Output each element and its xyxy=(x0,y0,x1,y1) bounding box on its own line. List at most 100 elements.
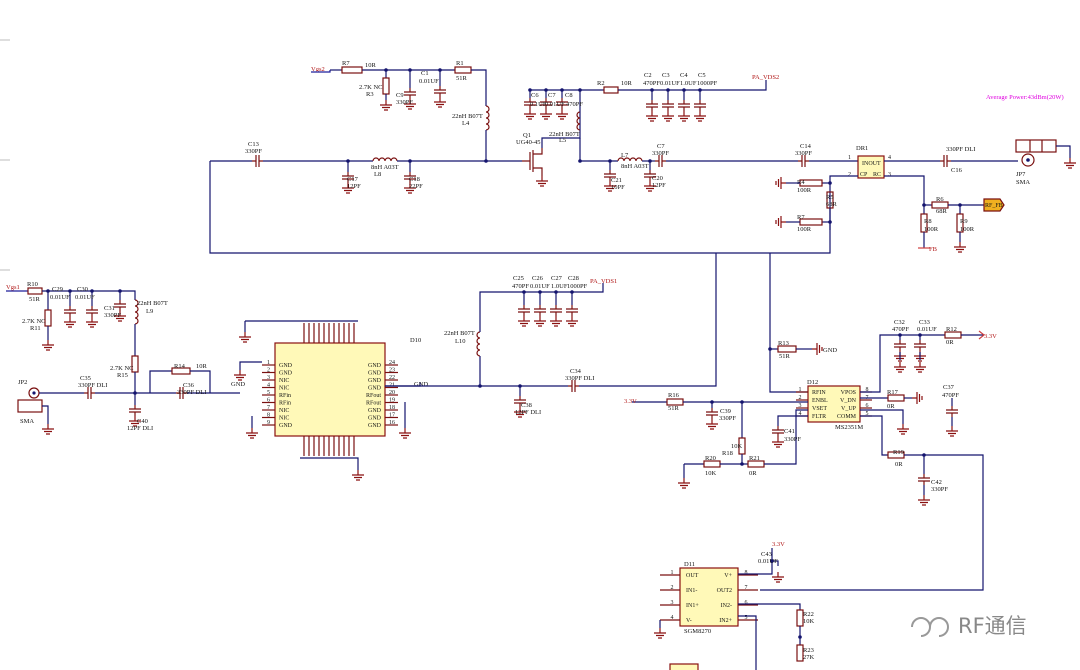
pa-vds2-label: PA_VDS2 xyxy=(752,74,779,81)
dr1-pin4: 4 xyxy=(888,155,891,161)
r4-ref: R4 xyxy=(797,179,805,186)
r22-ref: R22 xyxy=(803,611,814,618)
d10-left-pin-9-number: 9 xyxy=(267,420,270,426)
c8-val: 470PF xyxy=(566,101,583,108)
d12-left-pin-4-number: 4 xyxy=(799,411,802,417)
c3-val: 0.01UF xyxy=(660,80,680,87)
r23-ref: R23 xyxy=(803,647,814,654)
c39-ref: C39 xyxy=(720,408,731,415)
d11-left-pin-1-name: OUT xyxy=(686,573,699,579)
d12-right-pin-8-name: VPOS xyxy=(841,390,856,396)
c9-ref: C9 xyxy=(396,92,404,99)
c20-val: 12PF xyxy=(652,182,666,189)
top-stage: Vgs2 R7 10R 2.7K NC R3 C9 330PF C1 0.01U… xyxy=(209,60,1077,254)
dr1-inout: INOUT xyxy=(862,161,881,167)
r19-val: 0R xyxy=(895,461,903,468)
d12-left-pin-1-name: RFIN xyxy=(812,390,826,396)
c4-ref: C4 xyxy=(680,72,688,79)
d12-left-pin-3-number: 3 xyxy=(799,403,802,409)
mid-stage: Vgs1 R10 51R 2.7K NC R11 C29 0.01UF C30 … xyxy=(6,253,717,481)
r7-val: 10R xyxy=(365,62,377,69)
d10-left-pin-6-number: 6 xyxy=(267,398,270,404)
c5-ref: C5 xyxy=(698,72,706,79)
l5-ref: L5 xyxy=(559,137,566,144)
dr1-cp: CP xyxy=(860,172,868,178)
r11-val: 2.7K NC xyxy=(22,318,45,325)
c31-val: 330PF xyxy=(104,312,121,319)
d11-val: SGM8270 xyxy=(684,628,711,635)
d10-left-pin-1-number: 1 xyxy=(267,360,270,366)
d12-right-pin-7-name: V_DN xyxy=(840,398,857,404)
c33-val: 0.01UF xyxy=(917,326,937,333)
d10-left-pin-9-name: GND xyxy=(279,423,293,429)
r8-val: 100R xyxy=(924,226,939,233)
c6-val: 0.1UF xyxy=(530,101,547,108)
d11-left-pin-2-name: IN1- xyxy=(686,588,697,594)
d12-right-pin-6-number: 6 xyxy=(866,403,869,409)
d10-left-pin-3-number: 3 xyxy=(267,375,270,381)
c40-val: 12PF DLI xyxy=(127,425,153,432)
l8-val: 8nH A03T xyxy=(371,164,399,171)
c17-val: 12PF xyxy=(347,183,361,190)
jp2-connector[interactable] xyxy=(17,399,43,413)
c28-val: 1000PF xyxy=(567,283,588,290)
v33-d12-label: 3.3V xyxy=(624,398,637,405)
c39-val: 330PF xyxy=(719,415,736,422)
r11-ref: R11 xyxy=(30,325,41,332)
c27-ref: C27 xyxy=(551,275,563,282)
r5-val: 68R xyxy=(826,201,838,208)
l8-ref: L8 xyxy=(374,171,381,178)
c43-val: 0.01UF xyxy=(758,558,778,565)
c36-val: 330PF DLI xyxy=(177,389,206,396)
d10-right-pin-20-name: RFout xyxy=(366,393,381,399)
r12-ref: R12 xyxy=(946,326,957,333)
d10-left-pin-8-number: 8 xyxy=(267,413,270,419)
c26-ref: C26 xyxy=(532,275,544,282)
jp7-connector[interactable] xyxy=(1015,139,1057,153)
r1-val: 51R xyxy=(456,75,468,82)
d11-right-pin-8-number: 8 xyxy=(745,570,748,576)
d12-right-pin-8-number: 8 xyxy=(866,387,869,393)
d12-chip xyxy=(807,385,861,423)
c4-val: 1.0UF xyxy=(680,80,697,87)
d11-left-pin-2-number: 2 xyxy=(671,585,674,591)
d10-left-pin-8-name: NIC xyxy=(279,416,289,422)
d12-right-pin-5-number: 5 xyxy=(866,411,869,417)
c27-val: 1.0UF xyxy=(551,283,568,290)
c36-ref: C36 xyxy=(183,382,195,389)
r14-val: 10R xyxy=(196,363,208,370)
d10-right-pin-22-number: 22 xyxy=(389,375,395,381)
l7-val: 8nH A03T xyxy=(621,163,649,170)
r9-ref: R9 xyxy=(960,218,968,225)
d10-right-pin-17-name: GND xyxy=(368,416,382,422)
gnd-d10-right: GND xyxy=(414,381,428,388)
d10-right-pin-21-name: GND xyxy=(368,386,382,392)
dr1-ref: DR1 xyxy=(856,145,868,152)
d10-right-pin-17-number: 17 xyxy=(389,413,395,419)
average-power-note: Average Power:43dBm(20W) xyxy=(986,94,1064,101)
r17-ref: R17 xyxy=(887,389,899,396)
d10-right-pin-18-name: GND xyxy=(368,408,382,414)
c1-ref: C1 xyxy=(421,70,429,77)
r14-ref: R14 xyxy=(174,363,186,370)
c17-ref: C17 xyxy=(347,176,359,183)
c8-ref: C8 xyxy=(565,92,573,99)
d10-left-pin-2-number: 2 xyxy=(267,368,270,374)
d10-right-pin-16-number: 16 xyxy=(389,420,395,426)
c30-ref: C30 xyxy=(77,286,88,293)
d11-right-pin-6-number: 6 xyxy=(745,600,748,606)
pa-vds1-label: PA_VDS1 xyxy=(590,278,617,285)
d11-left-pin-4-name: V- xyxy=(686,618,692,624)
c20-ref: C20 xyxy=(652,175,663,182)
c34-ref: C34 xyxy=(570,368,582,375)
r19-ref: R19 xyxy=(893,449,904,456)
c28-ref: C28 xyxy=(568,275,579,282)
vgs2-label: Vgs2 xyxy=(311,66,325,73)
c21-ref: C21 xyxy=(611,177,622,184)
jp7-ref: JP7 xyxy=(1016,171,1026,178)
c41-ref: C41 xyxy=(784,428,795,435)
c9-val: 330PF xyxy=(396,99,413,106)
